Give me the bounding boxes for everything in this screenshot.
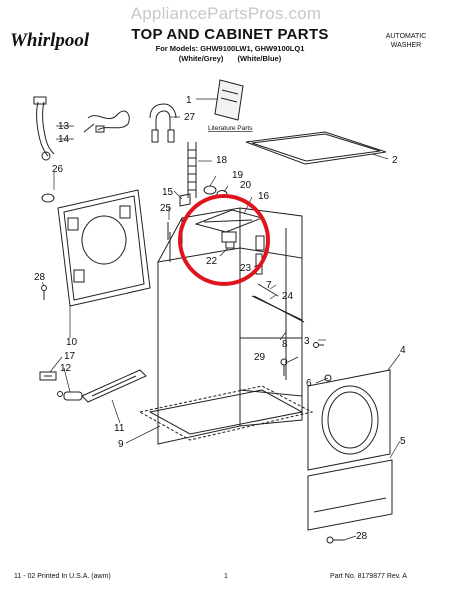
part-plug — [41, 193, 55, 203]
callout-24: 24 — [282, 291, 294, 302]
part-rear-panel — [57, 189, 151, 307]
callout-8: 8 — [282, 339, 288, 350]
model-subtitle: For Models: GHW9100LW1, GHW9100LQ1 (Whit… — [110, 44, 350, 64]
part-rod-upper — [257, 283, 279, 297]
callout-28-left: 28 — [34, 272, 46, 283]
part-screw-6 — [324, 374, 332, 382]
callout-5: 5 — [400, 436, 406, 447]
product-type: AUTOMATIC WASHER — [368, 32, 444, 50]
watermark-text: AppliancePartsPros.com — [130, 4, 322, 23]
part-screw-3 — [313, 342, 324, 348]
callout-7: 7 — [266, 280, 272, 291]
part-toe-kick — [307, 459, 393, 531]
part-base — [138, 385, 314, 441]
callout-3: 3 — [304, 336, 310, 347]
part-drain-hose-elbow — [149, 103, 177, 143]
callout-19: 19 — [232, 170, 244, 181]
callout-11: 11 — [114, 423, 125, 434]
callout-18: 18 — [216, 155, 228, 166]
part-lid-switch — [221, 231, 237, 249]
callout-22: 22 — [206, 256, 218, 267]
page-title: TOP AND CABINET PARTS — [131, 26, 329, 43]
callout-26: 26 — [52, 164, 64, 175]
part-corrugated-hose — [187, 142, 197, 198]
callout-6: 6 — [306, 378, 312, 389]
part-screw-28-left — [41, 285, 47, 300]
callout-15: 15 — [162, 187, 174, 198]
product-type-line2: WASHER — [390, 42, 422, 49]
part-front-panel — [307, 369, 391, 471]
part-literature-card — [214, 79, 244, 121]
callout-10: 10 — [66, 337, 78, 348]
callout-9: 9 — [118, 439, 124, 450]
variant-2: (White/Blue) — [237, 54, 282, 63]
callout-16: 16 — [258, 191, 270, 202]
part-wire-harness — [83, 110, 130, 133]
variant-1: (White/Grey) — [178, 54, 224, 63]
part-top-rail — [194, 209, 264, 233]
footer-part-number: Part No. 8179877 Rev. A — [330, 573, 407, 580]
part-bracket-15 — [179, 193, 191, 207]
callout-20: 20 — [240, 180, 252, 191]
callout-23: 23 — [240, 263, 252, 274]
callout-25: 25 — [160, 203, 172, 214]
part-clip-17 — [39, 371, 57, 381]
part-cylinder-12 — [57, 391, 83, 401]
literature-label: Literature Parts — [208, 125, 253, 132]
models-line: For Models: GHW9100LW1, GHW9100LQ1 — [155, 44, 305, 53]
part-screw-29 — [280, 358, 288, 376]
part-screw-28-lower — [326, 536, 344, 544]
callout-1: 1 — [186, 95, 192, 106]
product-type-line1: AUTOMATIC — [385, 33, 427, 40]
brand-logo: Whirlpool — [10, 30, 90, 51]
callout-28-lower: 28 — [356, 531, 368, 542]
leader-lines — [41, 98, 401, 541]
callout-13: 13 — [58, 121, 70, 132]
part-fill-hose — [33, 96, 55, 161]
part-slide-rail — [81, 369, 147, 403]
callout-numbers: 1 2 3 4 5 6 7 8 9 10 11 12 13 14 15 16 1… — [34, 95, 406, 542]
part-strip — [251, 295, 303, 350]
highlight-circle — [178, 194, 270, 286]
callout-14: 14 — [58, 134, 70, 145]
footer-page-number: 1 — [224, 573, 228, 580]
callout-4: 4 — [400, 345, 406, 356]
part-top-panel — [245, 131, 387, 165]
callout-17: 17 — [64, 351, 76, 362]
callout-29: 29 — [254, 352, 266, 363]
callout-12: 12 — [60, 363, 72, 374]
callout-2: 2 — [392, 155, 398, 166]
footer-print-info: 11 - 02 Printed In U.S.A. (awm) — [14, 573, 111, 580]
callout-27: 27 — [184, 112, 196, 123]
